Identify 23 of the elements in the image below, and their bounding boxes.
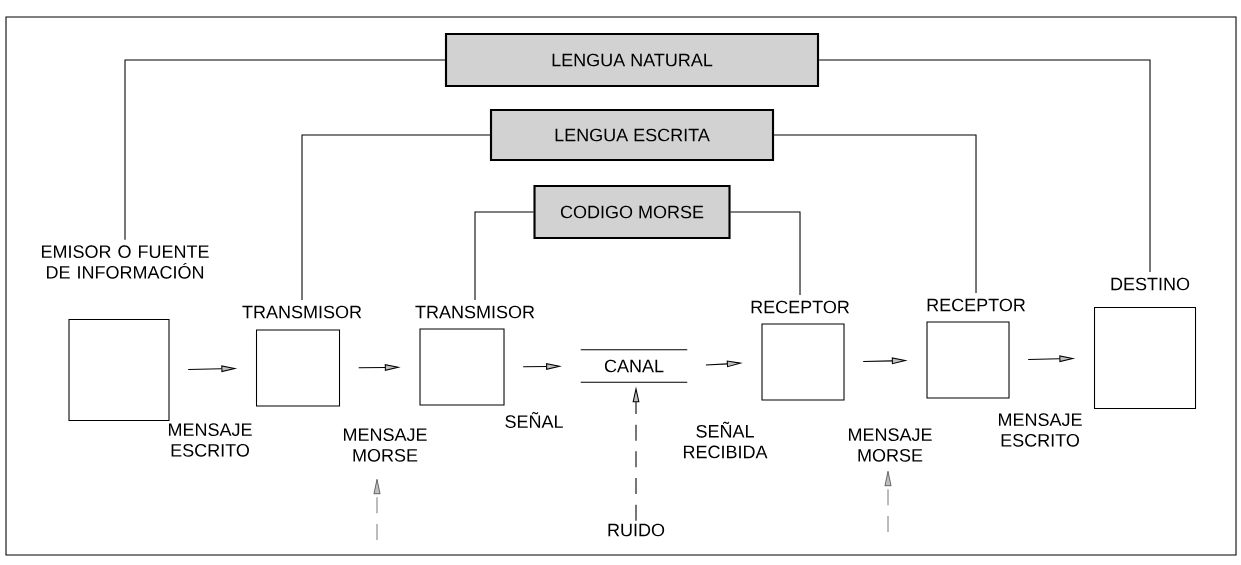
- connector: [301, 134, 491, 301]
- connector: [474, 211, 534, 301]
- connector: [773, 134, 977, 294]
- box-heading: RECEPTOR: [927, 298, 1026, 312]
- edge-label: SEÑAL RECIBIDA: [684, 421, 768, 459]
- edge-label: MENSAJE MORSE: [344, 428, 427, 462]
- source-label: RUIDO: [608, 523, 665, 537]
- box-heading: TRANSMISOR: [415, 305, 535, 319]
- box-heading: DESTINO: [1111, 277, 1190, 291]
- edge-label: MENSAJE MORSE: [849, 428, 932, 462]
- connector: [124, 59, 446, 241]
- box-heading: EMISOR O FUENTE DE INFORMACIÓN: [42, 245, 209, 279]
- code-box: CODIGO MORSE: [533, 184, 731, 240]
- edge-label: MENSAJE ESCRITO: [169, 423, 252, 457]
- channel-band: CANAL: [580, 349, 688, 383]
- code-box: LENGUA NATURAL: [444, 32, 820, 88]
- edge-label: MENSAJE ESCRITO: [999, 413, 1082, 447]
- edge-label: SEÑAL: [505, 412, 563, 428]
- box-heading: TRANSMISOR: [242, 305, 362, 319]
- box-heading: RECEPTOR: [751, 300, 850, 314]
- connector: [730, 211, 801, 296]
- code-box: LENGUA ESCRITA: [489, 108, 775, 162]
- connector: [818, 59, 1151, 273]
